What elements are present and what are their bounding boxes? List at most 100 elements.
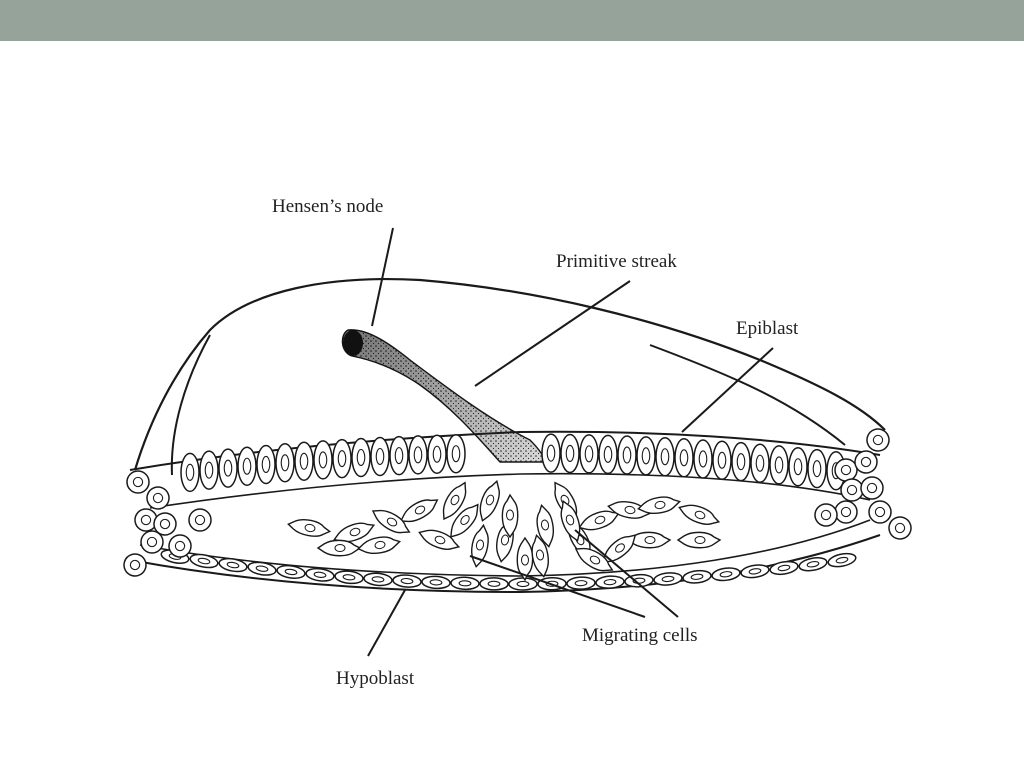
edge-cell <box>168 534 192 558</box>
migrating-cell <box>316 539 362 557</box>
hypoblast-upper-line <box>139 519 871 577</box>
label-hypoblast: Hypoblast <box>336 668 415 689</box>
edge-cell <box>153 512 177 536</box>
migrating-cell <box>626 531 672 549</box>
hypoblast-cell <box>566 576 596 590</box>
hypoblast-cell <box>740 564 770 579</box>
migrating-cell <box>574 547 614 572</box>
leader-line-epiblast <box>681 347 774 433</box>
hypoblast-cell <box>276 564 306 579</box>
hypoblast-cell <box>827 552 857 568</box>
epiblast-cell <box>408 435 428 475</box>
migrating-cell <box>287 519 332 537</box>
epiblast-cell <box>560 433 580 474</box>
epiblast-cell <box>294 441 314 482</box>
migrating-cell <box>578 510 621 531</box>
migrating-cell <box>371 509 411 534</box>
hypoblast-cell <box>421 575 451 590</box>
epiblast-cell <box>237 446 257 486</box>
hypoblast-cell <box>450 576 480 591</box>
epiblast-cell <box>769 445 789 485</box>
epiblast-cell <box>180 452 200 493</box>
migrating-cell <box>602 534 637 563</box>
migrating-cell <box>418 529 461 550</box>
epiblast-cell <box>427 434 447 474</box>
edge-cell <box>834 458 858 482</box>
hensens-node-shape <box>343 330 363 356</box>
edge-cell <box>868 500 892 524</box>
primitive-streak-shade <box>342 329 545 462</box>
edge-cell <box>140 530 164 554</box>
epiblast-cell <box>218 448 238 488</box>
epiblast-cell <box>199 450 219 490</box>
epiblast-cell <box>351 437 371 478</box>
edge-cell <box>126 470 150 494</box>
edge-cell <box>860 476 884 500</box>
migrating-cell <box>607 501 652 519</box>
edge-cell <box>840 478 864 502</box>
embryo-dome-outline <box>133 277 886 471</box>
epiblast-cell <box>370 436 390 477</box>
leader-line-migrating-cells-b <box>574 529 679 618</box>
hypoblast-cell <box>247 561 277 576</box>
migrating-cell-group <box>287 479 722 582</box>
epiblast-cell <box>807 448 827 489</box>
migrating-cell <box>357 536 402 554</box>
edge-cell <box>814 503 838 527</box>
migrating-cell <box>479 479 500 522</box>
epiblast-cell <box>788 446 808 487</box>
epiblast-cell <box>541 433 561 473</box>
migrating-cell <box>531 533 549 578</box>
label-epiblast: Epiblast <box>736 318 799 339</box>
hypoblast-cell <box>334 570 364 585</box>
migrating-cell <box>637 496 682 514</box>
hypoblast-cell <box>508 577 538 591</box>
edge-cell <box>866 428 890 452</box>
epiblast-cell <box>313 440 333 480</box>
edge-cell <box>888 516 912 540</box>
leader-line-hensens-node <box>371 227 394 327</box>
hypoblast-cell <box>769 560 799 576</box>
leader-line-migrating-cells-a <box>469 555 646 618</box>
epiblast-cell <box>389 435 409 476</box>
hypoblast-cell <box>711 567 741 582</box>
leader-line-primitive-streak <box>474 280 631 387</box>
migrating-cell <box>516 536 534 582</box>
epiblast-inner-line <box>149 472 871 509</box>
epiblast-cell <box>579 434 599 474</box>
hypoblast-cell <box>653 572 683 586</box>
epiblast-cell <box>674 438 694 478</box>
epiblast-cell <box>712 440 732 480</box>
hypoblast-cell <box>682 569 712 584</box>
edge-cell <box>146 486 170 510</box>
hypoblast-cell <box>218 557 248 573</box>
hypoblast-cell <box>305 567 335 582</box>
label-migrating-cells: Migrating cells <box>582 625 698 646</box>
migrating-cell <box>678 504 721 525</box>
label-primitive-streak: Primitive streak <box>556 251 677 272</box>
migrating-cell <box>450 503 479 538</box>
embryo-dome-right-edge <box>649 344 846 446</box>
edge-cell <box>854 450 878 474</box>
edge-cell <box>188 508 212 532</box>
epiblast-cell <box>731 441 751 482</box>
leader-line-hypoblast <box>367 589 406 657</box>
epiblast-cell <box>655 436 675 477</box>
hypoblast-cell <box>392 574 422 588</box>
hypoblast-cell-layer <box>160 549 857 591</box>
edge-cell <box>123 553 147 577</box>
epiblast-cell <box>617 435 637 475</box>
hypoblast-cell <box>189 553 219 569</box>
epiblast-cell <box>598 434 618 475</box>
migrating-cell <box>536 503 554 548</box>
slide-header-bar <box>0 0 1024 41</box>
migrating-cell <box>399 499 439 523</box>
embryo-dome-inner-edge <box>170 334 211 476</box>
hypoblast-cell <box>595 575 625 589</box>
edge-cell-clusters <box>123 428 912 577</box>
migrating-cell <box>676 531 722 549</box>
epiblast-cell <box>446 433 466 474</box>
hypoblast-cell <box>479 577 509 591</box>
migrating-cell <box>442 481 467 521</box>
